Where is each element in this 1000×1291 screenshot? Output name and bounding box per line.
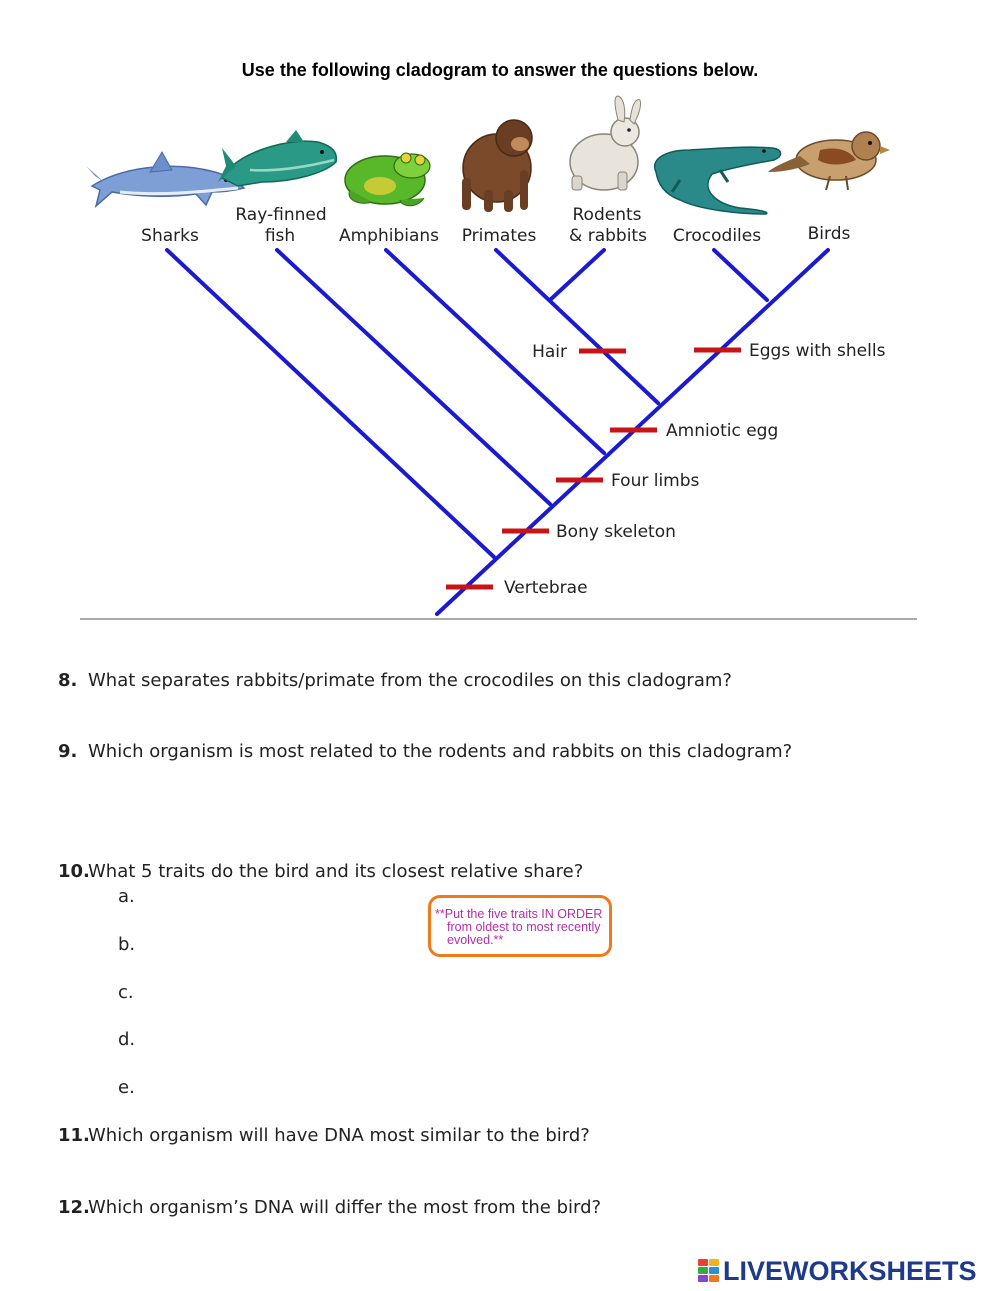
brand-name: LIVEWORKSHEETS — [723, 1255, 977, 1286]
branch-sharks — [165, 248, 496, 559]
question-12: 12.Which organism’s DNA will differ the … — [58, 1197, 601, 1218]
frog-icon — [344, 152, 431, 207]
question-8: 8. What separates rabbits/primate from th… — [58, 670, 732, 691]
trait-label-eggs-with-shells: Eggs with shells — [749, 341, 886, 361]
answer-option-e: e. — [118, 1077, 135, 1098]
question-text: What separates rabbits/primate from the … — [88, 670, 732, 691]
taxon-label-fish: fish — [265, 226, 295, 246]
question-number: 9. — [58, 741, 78, 762]
taxon-label-ray-finned: Ray-finned — [235, 205, 326, 225]
note-line-1: **Put the five traits IN ORDER — [435, 907, 603, 921]
taxon-label-rabbits: & rabbits — [569, 226, 647, 246]
question-text: Which organism is most related to the ro… — [88, 741, 793, 762]
question-number: 12. — [58, 1197, 90, 1218]
trait-label-amniotic-egg: Amniotic egg — [666, 421, 778, 441]
fish-icon — [218, 130, 338, 187]
trait-label-four-limbs: Four limbs — [611, 471, 700, 491]
taxon-label-amphibians: Amphibians — [339, 226, 439, 246]
bird-icon — [768, 131, 890, 191]
question-9: 9. Which organism is most related to the … — [58, 741, 792, 762]
cladogram: Sharks Ray-finned fish Amphibians Primat… — [80, 95, 917, 620]
shark-icon — [86, 151, 246, 209]
branch-rodents — [548, 248, 606, 302]
trait-label-bony-skeleton: Bony skeleton — [556, 522, 676, 542]
taxon-label-rodents: Rodents — [573, 205, 642, 225]
branch-ray-finned-fish — [275, 248, 552, 506]
question-number: 11. — [58, 1125, 90, 1146]
taxon-label-primates: Primates — [462, 226, 537, 246]
trait-label-hair: Hair — [532, 342, 567, 362]
chimpanzee-icon — [462, 119, 533, 212]
branch-amphibians — [384, 248, 606, 455]
taxon-label-birds: Birds — [808, 224, 851, 244]
liveworksheets-logo: LIVEWORKSHEETS — [698, 1256, 977, 1286]
page-heading: Use the following cladogram to answer th… — [241, 60, 759, 80]
trait-markers — [446, 347, 741, 590]
taxon-label-crocodiles: Crocodiles — [673, 226, 761, 246]
instruction-note: **Put the five traits IN ORDER from olde… — [428, 895, 612, 957]
question-10: 10.What 5 traits do the bird and its clo… — [58, 861, 583, 882]
question-text: What 5 traits do the bird and its closes… — [88, 861, 584, 882]
answer-option-c: c. — [118, 982, 134, 1003]
branch-mammals — [494, 248, 660, 405]
taxon-label-sharks: Sharks — [141, 226, 199, 246]
question-text: Which organism will have DNA most simila… — [88, 1125, 590, 1146]
answer-option-d: d. — [118, 1029, 136, 1050]
crocodile-icon — [653, 146, 782, 215]
question-number: 8. — [58, 670, 78, 691]
answer-option-b: b. — [118, 934, 136, 955]
trait-label-vertebrae: Vertebrae — [504, 578, 588, 598]
note-line-2: from oldest to most recently — [447, 920, 601, 934]
question-11: 11.Which organism will have DNA most sim… — [58, 1125, 590, 1146]
branch-crocodiles — [712, 248, 769, 302]
question-number: 10. — [58, 861, 90, 882]
note-line-3: evolved.** — [447, 933, 504, 947]
logo-blocks-icon — [698, 1259, 720, 1283]
answer-option-a: a. — [118, 886, 135, 907]
rabbit-icon — [569, 95, 641, 191]
question-text: Which organism’s DNA will differ the mos… — [88, 1197, 602, 1218]
